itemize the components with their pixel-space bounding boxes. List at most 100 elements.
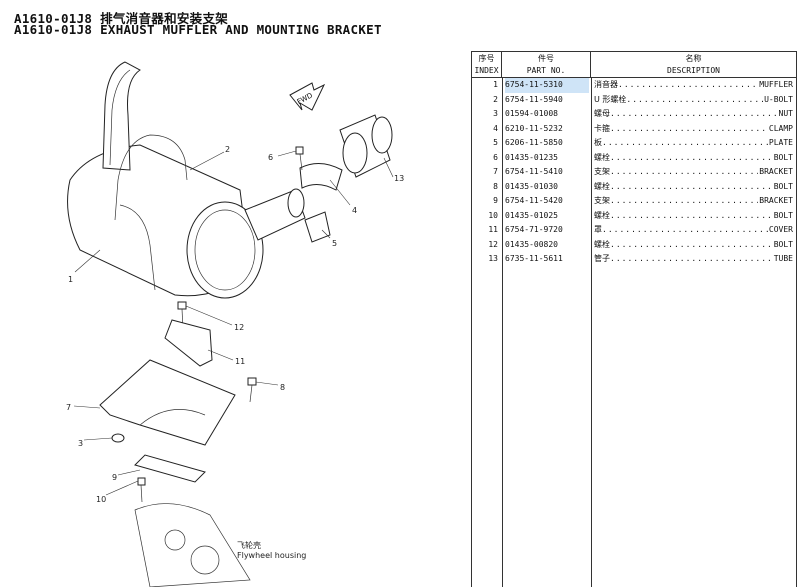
row-desc-cn: U 形螺栓 [594, 94, 627, 104]
row-desc-cn: 螺母 [594, 109, 610, 118]
row-description: 螺栓BOLT [594, 151, 793, 166]
bolt-10-part[interactable] [137, 477, 146, 503]
row-desc-cn: 支架 [594, 196, 610, 205]
row-part-no[interactable]: 6754-11-5940 [505, 94, 563, 104]
row-index: 8 [493, 181, 498, 191]
row-index: 6 [493, 152, 498, 162]
row-part-no[interactable]: 01435-01235 [505, 152, 558, 162]
callout-6: 6 [268, 153, 273, 162]
row-desc-cn: 支架 [594, 167, 610, 176]
row-index: 2 [493, 94, 498, 104]
tube-part[interactable] [339, 114, 393, 178]
header-description: 名称 DESCRIPTION [591, 52, 796, 78]
row-index: 3 [493, 109, 498, 118]
muffler-part[interactable] [67, 61, 264, 299]
row-index: 4 [493, 123, 498, 133]
row-part-no[interactable]: 6210-11-5232 [505, 123, 563, 133]
callout-1: 1 [68, 275, 73, 284]
flywheel-label-en: Flywheel housing [237, 551, 306, 560]
row-part-no[interactable]: 6754-11-5420 [505, 196, 563, 205]
table-row[interactable]: 11 6754-71-9720 罩COVER [472, 223, 796, 238]
parts-table: 序号 INDEX 件号 PART NO. 名称 DESCRIPTION 1 675… [471, 51, 797, 587]
callout-10: 10 [96, 495, 106, 504]
row-index: 12 [488, 239, 498, 249]
fwd-arrow-icon: FWD [289, 82, 326, 111]
table-row[interactable]: 7 6754-11-5410 支架 BRACKET [472, 165, 796, 180]
row-part-no[interactable]: 01435-01025 [505, 210, 558, 220]
plate-part[interactable] [304, 211, 331, 243]
row-part-no[interactable]: 6735-11-5611 [505, 254, 563, 263]
header-index-cn: 序号 [478, 54, 495, 63]
callout-12: 12 [234, 323, 244, 332]
row-desc-cn: 管子 [594, 254, 610, 263]
bolt-6-part[interactable] [295, 146, 304, 171]
row-desc-en: BOLT [773, 210, 793, 220]
row-desc-en: BRACKET [759, 196, 793, 205]
row-description: 板PLATE [594, 136, 793, 151]
table-row[interactable]: 8 01435-01030 螺栓BOLT [472, 180, 796, 195]
row-index: 7 [493, 167, 498, 176]
callout-7: 7 [66, 403, 71, 412]
cover-part[interactable] [164, 319, 213, 367]
row-part-no[interactable]: 01594-01008 [505, 109, 558, 118]
row-part-no[interactable]: 6754-11-5410 [505, 167, 563, 176]
row-part-no[interactable]: 6754-11-5310 [505, 78, 589, 93]
row-desc-en: U-BOLT [764, 94, 793, 104]
header-part-en: PART NO. [526, 66, 566, 75]
row-desc-cn: 螺栓 [594, 210, 610, 220]
header-part-no: 件号 PART NO. [502, 52, 591, 78]
row-description: 螺栓BOLT [594, 180, 793, 195]
row-desc-en: CLAMP [768, 123, 793, 133]
nut-part[interactable] [111, 433, 125, 443]
row-desc-en: COVER [768, 225, 793, 234]
row-part-no[interactable]: 01435-00820 [505, 239, 558, 249]
row-desc-en: BOLT [773, 239, 793, 249]
bracket-7-part[interactable] [99, 359, 236, 446]
clamp-part[interactable] [299, 163, 343, 191]
exploded-parts-diagram: FWD 1 2 3 4 5 6 7 8 9 10 11 12 13 飞轮壳 Fl… [66, 61, 404, 587]
header-desc-en: DESCRIPTION [667, 66, 720, 75]
row-part-no[interactable]: 01435-01030 [505, 181, 558, 191]
page-title-cn: A1610-01J8 排气消音器和安装支架 [14, 11, 229, 26]
row-desc-en: NUT [778, 109, 793, 118]
row-desc-en: TUBE [773, 254, 793, 263]
callout-9: 9 [112, 473, 117, 482]
pipe-part[interactable] [244, 188, 306, 241]
row-part-no[interactable]: 6754-71-9720 [505, 225, 563, 234]
header-part-cn: 件号 [538, 54, 554, 63]
row-desc-cn: 螺栓 [594, 152, 610, 162]
callout-8: 8 [280, 383, 285, 392]
row-part-no[interactable]: 6206-11-5850 [505, 138, 563, 147]
callout-5: 5 [332, 239, 337, 248]
bracket-9-part[interactable] [134, 454, 206, 483]
row-desc-cn: 螺栓 [594, 239, 610, 249]
header-index: 序号 INDEX [472, 52, 502, 78]
row-description: U 形螺栓 U-BOLT [594, 93, 793, 108]
row-desc-en: BRACKET [759, 167, 793, 176]
table-row[interactable]: 3 01594-01008 螺母 NUT [472, 107, 796, 122]
callout-4: 4 [352, 206, 357, 215]
row-index: 1 [493, 80, 498, 89]
header-index-en: INDEX [474, 66, 499, 75]
row-description: 支架 BRACKET [594, 194, 793, 209]
bolt-8-part[interactable] [247, 377, 257, 403]
table-row[interactable]: 2 6754-11-5940 U 形螺栓 U-BOLT [472, 93, 796, 108]
table-row[interactable]: 6 01435-01235 螺栓BOLT [472, 151, 796, 166]
u-bolt-part[interactable] [114, 134, 188, 291]
flywheel-housing-part [134, 503, 251, 587]
table-row[interactable]: 12 01435-00820 螺栓 BOLT [472, 238, 796, 253]
page-title-en: A1610-01J8 EXHAUST MUFFLER AND MOUNTING … [14, 22, 382, 37]
row-index: 11 [488, 225, 498, 234]
callout-2: 2 [225, 145, 230, 154]
row-description: 罩COVER [594, 223, 793, 238]
row-desc-cn: 消音器 [594, 80, 618, 89]
flywheel-label-cn: 飞轮壳 [237, 540, 261, 550]
row-description: 支架 BRACKET [594, 165, 793, 180]
